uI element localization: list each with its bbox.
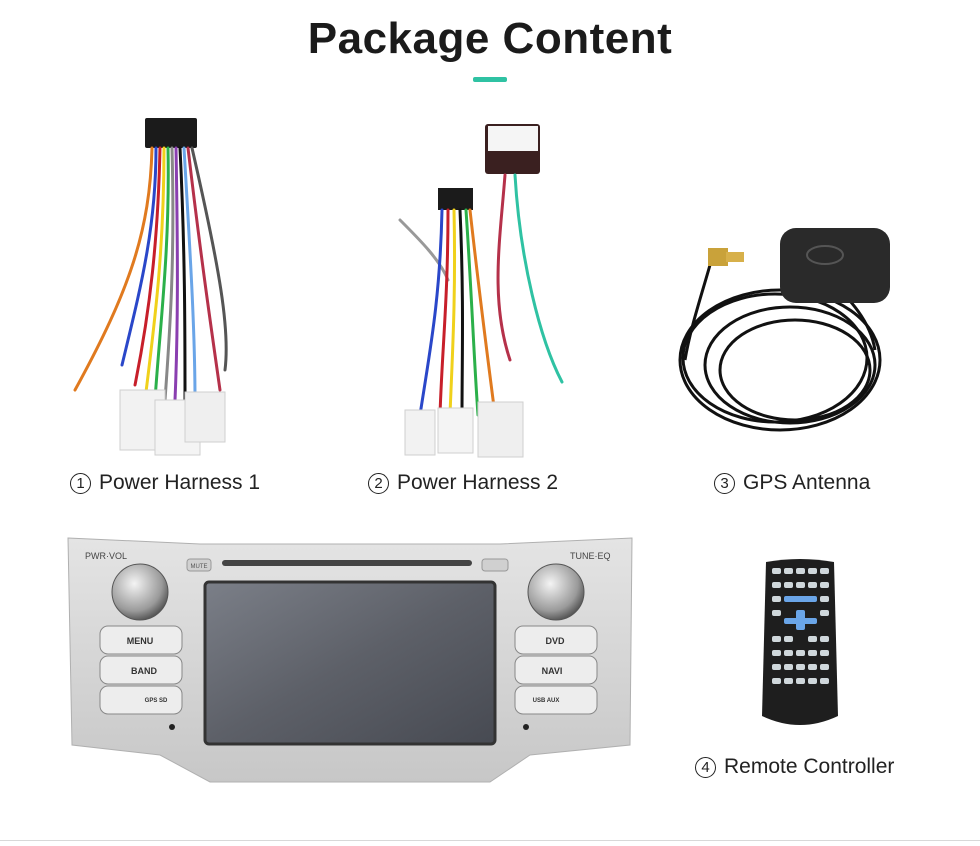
head-unit-icon: MUTE PWR·VOL TUNE·EQ MENU BAND GPS SD DV… — [67, 537, 633, 783]
gps-sd-button-label: GPS SD — [145, 698, 168, 704]
remote-controller-image — [760, 556, 840, 736]
gps-antenna-icon — [678, 228, 890, 432]
usb-aux-button-label: USB AUX — [533, 698, 560, 704]
item-label: Power Harness 2 — [397, 471, 559, 494]
item-label: Power Harness 1 — [99, 471, 261, 494]
title-underline — [473, 77, 507, 82]
item-number-badge: 4 — [695, 756, 716, 778]
dvd-button-label: DVD — [545, 636, 565, 646]
navi-button-label: NAVI — [542, 666, 563, 676]
pwr-vol-label: PWR·VOL — [85, 551, 127, 561]
mute-button-label: MUTE — [191, 564, 208, 570]
menu-button-label: MENU — [127, 636, 154, 646]
item-label: Remote Controller — [724, 755, 895, 778]
item-caption-2: 2 Power Harness 2 — [368, 471, 558, 495]
item-number-badge: 3 — [714, 472, 735, 494]
item-caption-4: 4 Remote Controller — [695, 755, 894, 779]
remote-controller-icon — [762, 559, 838, 725]
gps-antenna-image — [670, 220, 905, 460]
band-button-label: BAND — [131, 666, 157, 676]
head-unit-image: MUTE PWR·VOL TUNE·EQ MENU BAND GPS SD DV… — [60, 530, 640, 790]
item-caption-3: 3 GPS Antenna — [714, 471, 870, 495]
power-harness-2-image — [390, 120, 570, 460]
item-number-badge: 1 — [70, 472, 91, 494]
bottom-divider — [0, 840, 980, 841]
item-number-badge: 2 — [368, 472, 389, 494]
page-title: Package Content — [307, 14, 673, 63]
item-caption-1: 1 Power Harness 1 — [70, 471, 260, 495]
item-label: GPS Antenna — [743, 471, 871, 494]
tune-eq-label: TUNE·EQ — [570, 551, 611, 561]
power-harness-1-image — [60, 110, 250, 465]
power-harness-1-icon — [73, 118, 228, 456]
power-harness-2-icon — [398, 124, 564, 458]
